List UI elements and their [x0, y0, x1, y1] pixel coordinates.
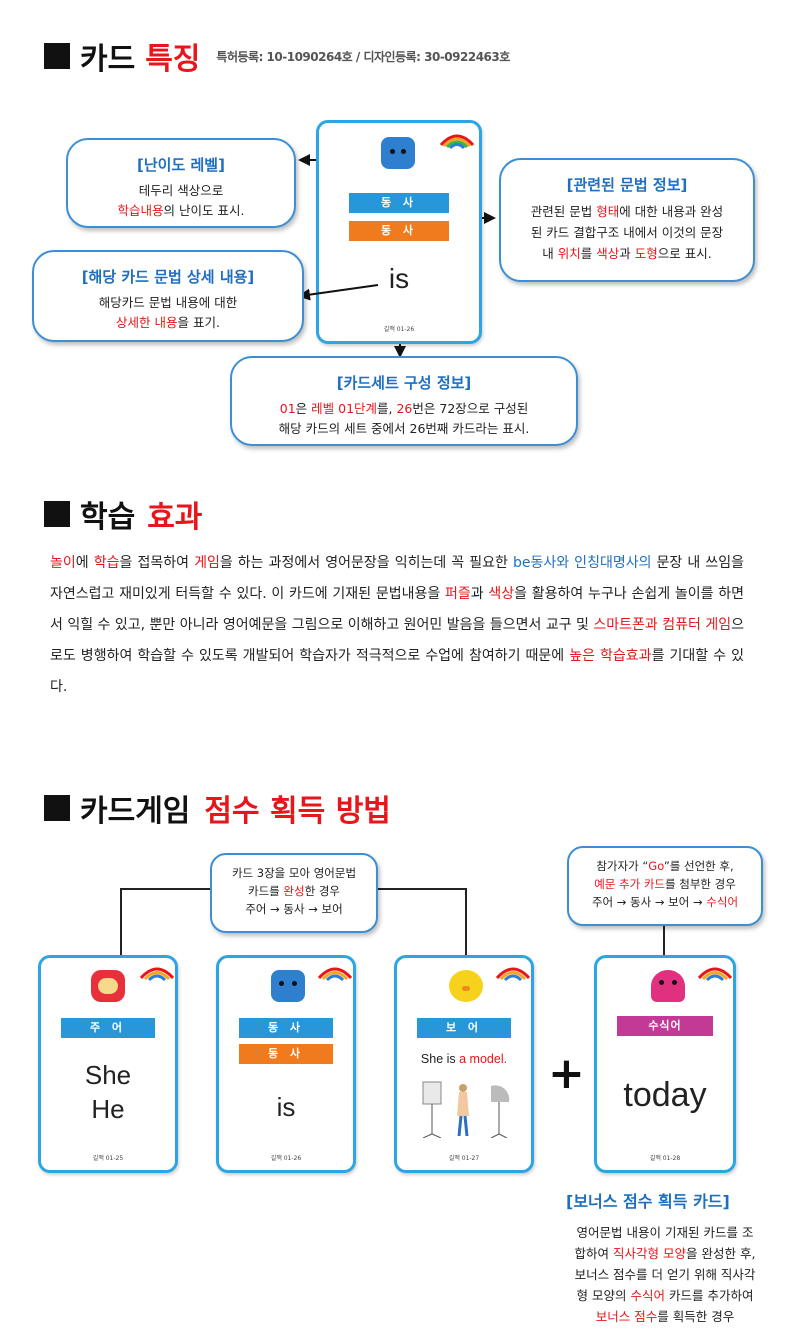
card-number: 길맥 01-28 [649, 1155, 681, 1162]
learning-paragraph: 놀이에 학습을 접목하여 게임을 하는 과정에서 영어문장을 익히는데 꼭 필요… [50, 548, 744, 703]
paragraph-segment: 를 기대할 수 있다. [50, 648, 744, 695]
ribbon-verb: 동 사 [349, 193, 449, 213]
card-word: is [388, 263, 410, 294]
word-she: She [84, 1060, 132, 1090]
section-title-features: 카드 특징 특허등록: 10-1090264호 / 디자인등록: 30-0922… [44, 34, 510, 78]
rainbow-logo-icon [495, 967, 531, 982]
connector-arrows [298, 154, 496, 358]
callout-title: [난이도 레벨] [137, 156, 225, 174]
paragraph-segment: 게임 [194, 555, 220, 571]
bracket-line [663, 920, 665, 956]
title-red: 점수 획득 방법 [204, 794, 391, 829]
rainbow-logo-icon [439, 134, 475, 150]
paragraph-segment: 을 접목하여 [119, 555, 195, 571]
plus-sign: + [548, 1048, 585, 1099]
paragraph-segment: 을 하는 과정에서 영어문장을 익히는데 꼭 필요한 [219, 555, 513, 571]
callout-title: [해당 카드 문법 상세 내용] [81, 268, 255, 286]
ribbon-verb-2: 동 사 [239, 1044, 333, 1064]
title-red: 특징 [145, 42, 201, 77]
square-bullet-icon [44, 795, 70, 821]
paragraph-segment: 과 [470, 586, 489, 602]
card-number: 길맥 01-27 [448, 1155, 480, 1162]
paragraph-segment: 높은 학습효과 [569, 648, 652, 664]
patent-info: 특허등록: 10-1090264호 / 디자인등록: 30-0922463호 [216, 49, 510, 64]
paragraph-segment: 으로도 병행하여 학습할 수 있도록 개발되어 학습자가 적극적으로 수업에 참… [50, 617, 745, 664]
paragraph-segment: 을 활용하여 누구나 손쉽게 놀이를 하면서 익힐 수 있고, 뿐만 아니라 영… [50, 586, 744, 633]
ribbon-verb: 동 사 [239, 1018, 333, 1038]
ribbon-modifier: 수식어 [617, 1016, 713, 1036]
paragraph-segment: 놀이 [50, 555, 76, 571]
feature-card: 동 사 동 사 is 길맥 01-26 [316, 120, 482, 344]
word-he: He [91, 1094, 125, 1124]
card-word: is [276, 1092, 296, 1122]
card-complement: 보 어 She is a model. 길맥 01-27 [394, 955, 534, 1173]
bracket-line [120, 888, 122, 956]
title-black: 학습 [80, 500, 136, 535]
ribbon-subject: 주 어 [61, 1018, 155, 1038]
card-words: She He [41, 1058, 175, 1126]
paragraph-segment: be동사와 인칭대명사의 [512, 555, 652, 571]
paragraph-segment: 에 [75, 555, 94, 571]
square-bullet-icon [44, 501, 70, 527]
paragraph-segment: 문장 내 쓰임을 자연스럽고 재미있게 터득할 수 있다. 이 카드에 기재된 … [50, 555, 744, 602]
octopus-mascot-icon [651, 970, 685, 1002]
card-number: 길맥 01-25 [92, 1155, 124, 1162]
card-subject: 주 어 She He 길맥 01-25 [38, 955, 178, 1173]
bracket-line [465, 888, 467, 956]
card-number: 길맥 01-26 [383, 326, 415, 333]
section-title-learning: 학습 효과 [44, 492, 202, 536]
bonus-text: 영어문법 내용이 기재된 카드를 조 합하여 직사각형 모양을 완성한 후, 보… [574, 1225, 756, 1324]
ribbon-complement: 보 어 [417, 1018, 511, 1038]
title-black: 카드게임 [80, 794, 191, 829]
rainbow-logo-icon [139, 967, 175, 982]
section-title-scoring: 카드게임 점수 획득 방법 [44, 786, 391, 830]
paragraph-segment: 색상 [488, 586, 515, 602]
callout-title: [카드세트 구성 정보] [336, 374, 472, 392]
cat-mascot-icon [381, 137, 415, 169]
callout-set-info: [카드세트 구성 정보] 01은 레벨 01단계를, 26번은 72장으로 구성… [230, 356, 578, 446]
paragraph-segment: 학습 [93, 555, 120, 571]
card-verb: 동 사 동 사 is 길맥 01-26 [216, 955, 356, 1173]
paragraph-segment: 스마트폰과 컴퓨터 게임 [593, 617, 732, 633]
cat-mascot-icon [271, 970, 305, 1002]
square-bullet-icon [44, 43, 70, 69]
card-word: today [623, 1076, 707, 1114]
rainbow-logo-icon [697, 967, 733, 982]
card-modifier: 수식어 today 길맥 01-28 [594, 955, 736, 1173]
ribbon-verb-2: 동 사 [349, 221, 449, 241]
model-photoshoot-illustration [422, 1081, 510, 1138]
rainbow-logo-icon [317, 967, 353, 982]
chick-mascot-icon [449, 970, 483, 1002]
title-red: 효과 [147, 500, 203, 535]
title-black: 카드 [80, 42, 136, 77]
card-number: 길맥 01-26 [270, 1155, 302, 1162]
example-sentence: She is a model. [420, 1052, 508, 1066]
bonus-title: [보너스 점수 획득 카드] [566, 1192, 730, 1211]
callout-title: [관련된 문법 정보] [566, 176, 688, 194]
paragraph-segment: 퍼즐 [444, 586, 471, 602]
lion-mascot-icon [91, 970, 125, 1002]
